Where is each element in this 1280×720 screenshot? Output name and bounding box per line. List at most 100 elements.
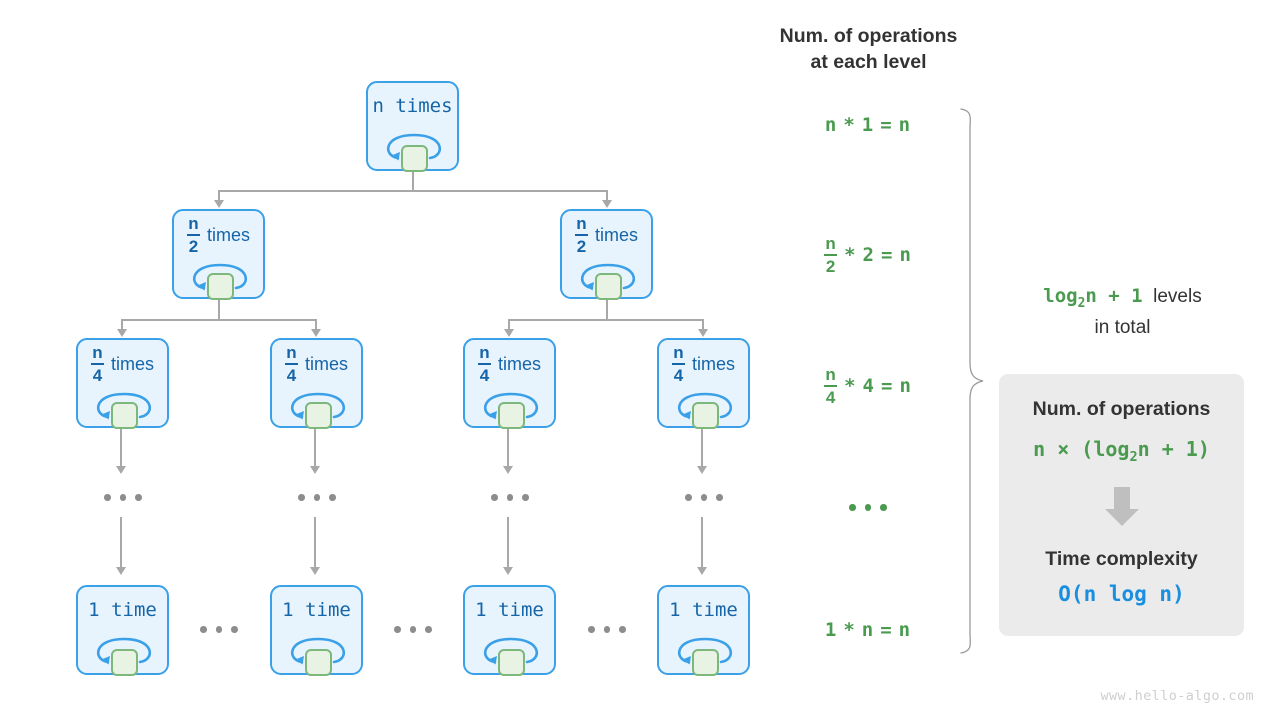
horizontal-ellipsis [588, 626, 626, 633]
arrowhead-icon [115, 466, 126, 474]
fraction: n 4 [671, 343, 685, 385]
node-inner-square [111, 402, 138, 429]
loop-arrow-icon [580, 263, 636, 291]
fraction-bar [824, 384, 838, 388]
loop-arrow-icon [483, 637, 539, 665]
ops-column-title: Num. of operations at each level [779, 25, 958, 73]
tree-node-last-1[interactable]: 1 time [76, 585, 169, 676]
node-label: n 4 times [671, 343, 735, 385]
loop-arrow-icon [677, 392, 733, 420]
vertical-ellipsis [491, 494, 529, 501]
node-label: n 2 times [574, 214, 638, 256]
arrowhead-icon [213, 200, 224, 208]
arrowhead-icon [115, 567, 126, 575]
tree-node-last-3[interactable]: 1 time [463, 585, 556, 676]
arrowhead-icon [502, 466, 513, 474]
summary-ops-formula: n × (log2n + 1) [1033, 437, 1210, 465]
ops-formula-level-3: n 4 * 4 = n [824, 365, 911, 407]
vertical-ellipsis [298, 494, 336, 501]
fraction-bar [477, 362, 491, 366]
node-inner-square [305, 649, 332, 676]
node-inner-square [692, 649, 719, 676]
connector-segment [412, 171, 414, 192]
tree-node-level-3-1[interactable]: n 4 times [76, 338, 169, 429]
watermark: www.hello-algo.com [1100, 688, 1254, 704]
fraction: n 4 [90, 343, 104, 385]
arrowhead-icon [502, 567, 513, 575]
node-inner-square [692, 402, 719, 429]
fraction-bar [671, 362, 685, 366]
connector-segment [314, 429, 316, 469]
node-inner-square [498, 402, 525, 429]
connector-segment [315, 319, 317, 332]
node-label: n 4 times [284, 343, 348, 385]
tree-node-level-1[interactable]: n times [366, 81, 459, 172]
horizontal-ellipsis [200, 626, 238, 633]
arrowhead-icon [696, 466, 707, 474]
node-inner-square [207, 273, 234, 300]
fraction: n 2 [574, 214, 588, 256]
tree-node-last-2[interactable]: 1 time [270, 585, 363, 676]
loop-arrow-icon [290, 637, 346, 665]
arrowhead-icon [309, 466, 320, 474]
connector-segment [701, 429, 703, 469]
arrowhead-icon [697, 329, 708, 337]
fraction: n 4 [824, 365, 838, 407]
loop-arrow-icon [386, 133, 442, 161]
connector-segment [218, 190, 220, 203]
loop-arrow-icon [96, 392, 152, 420]
connector-segment [219, 190, 608, 192]
vertical-ellipsis [685, 494, 723, 501]
vertical-ellipsis [104, 494, 142, 501]
fraction: n 2 [186, 214, 200, 256]
node-label: 1 time [669, 599, 738, 621]
summary-complexity-value: O(n log n) [1058, 582, 1185, 606]
loop-arrow-icon [677, 637, 733, 665]
node-label: 1 time [282, 599, 351, 621]
loop-arrow-icon [192, 263, 248, 291]
arrowhead-icon [310, 329, 321, 337]
summary-complexity-heading: Time complexity [1045, 548, 1198, 570]
node-label: n 4 times [90, 343, 154, 385]
tree-node-last-4[interactable]: 1 time [657, 585, 750, 676]
arrowhead-icon [503, 329, 514, 337]
node-inner-square [498, 649, 525, 676]
node-inner-square [595, 273, 622, 300]
node-label: 1 time [475, 599, 544, 621]
connector-segment [218, 300, 220, 320]
tree-node-level-2-right[interactable]: n 2 times [560, 209, 653, 300]
connector-segment [120, 517, 122, 570]
connector-segment [120, 429, 122, 469]
down-arrow-icon [1104, 487, 1139, 526]
fraction-bar [574, 233, 588, 237]
connector-segment [508, 319, 510, 332]
arrowhead-icon [601, 200, 612, 208]
ops-formula-last: 1 * n = n [824, 619, 911, 641]
summary-card: Num. of operations n × (log2n + 1) Time … [999, 374, 1244, 636]
tree-node-level-3-2[interactable]: n 4 times [270, 338, 363, 429]
arrowhead-icon [696, 567, 707, 575]
connector-segment [507, 429, 509, 469]
loop-arrow-icon [483, 392, 539, 420]
loop-arrow-icon [96, 637, 152, 665]
arrowhead-icon [309, 567, 320, 575]
levels-brace [960, 108, 984, 654]
ops-ellipsis [849, 504, 887, 511]
connector-segment [314, 517, 316, 570]
fraction: n 4 [477, 343, 491, 385]
fraction: n 2 [824, 234, 838, 276]
connector-segment [509, 319, 704, 321]
fraction-bar [90, 362, 104, 366]
tree-node-level-3-4[interactable]: n 4 times [657, 338, 750, 429]
node-label: 1 time [88, 599, 157, 621]
fraction-bar [284, 362, 298, 366]
arrowhead-icon [116, 329, 127, 337]
levels-total-note: log2n + 1 levels in total [1043, 285, 1202, 338]
fraction-bar [824, 253, 838, 257]
connector-segment [121, 319, 123, 332]
tree-node-level-3-3[interactable]: n 4 times [463, 338, 556, 429]
tree-node-level-2-left[interactable]: n 2 times [172, 209, 265, 300]
connector-segment [507, 517, 509, 570]
summary-ops-heading: Num. of operations [1032, 398, 1211, 420]
node-inner-square [111, 649, 138, 676]
